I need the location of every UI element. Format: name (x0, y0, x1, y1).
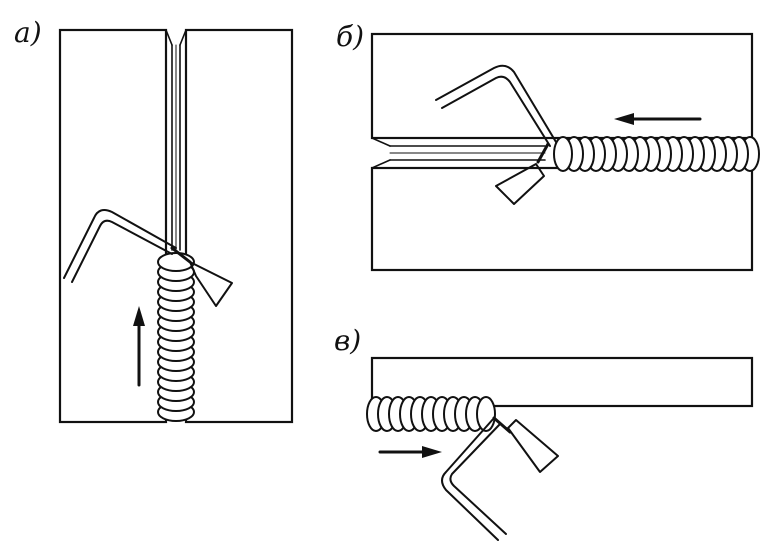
overhead-weld-bead (366, 396, 496, 432)
direction-arrow-icon (614, 113, 702, 125)
panel-c: в) (334, 324, 754, 541)
weld-ripple (553, 136, 573, 172)
left-plate (58, 28, 168, 424)
right-plate (184, 28, 294, 424)
electrode-holder-icon (435, 64, 557, 205)
vertical-weld-bead (157, 252, 195, 422)
panel-b: б) (336, 20, 760, 272)
panel-a: а) (14, 16, 294, 424)
bottom-plate (370, 166, 754, 272)
panel-a-label: а) (14, 16, 42, 49)
horizontal-weld-bead (553, 136, 760, 172)
panel-c-label: в) (334, 324, 361, 357)
vertical-groove (165, 29, 187, 251)
top-plate (370, 32, 754, 140)
direction-arrow-icon (378, 446, 442, 458)
panel-b-label: б) (336, 20, 364, 53)
horizontal-groove (371, 137, 546, 169)
electrode-holder-icon (441, 416, 559, 541)
direction-arrow-icon (133, 306, 145, 387)
electrode-holder-icon (63, 209, 233, 307)
